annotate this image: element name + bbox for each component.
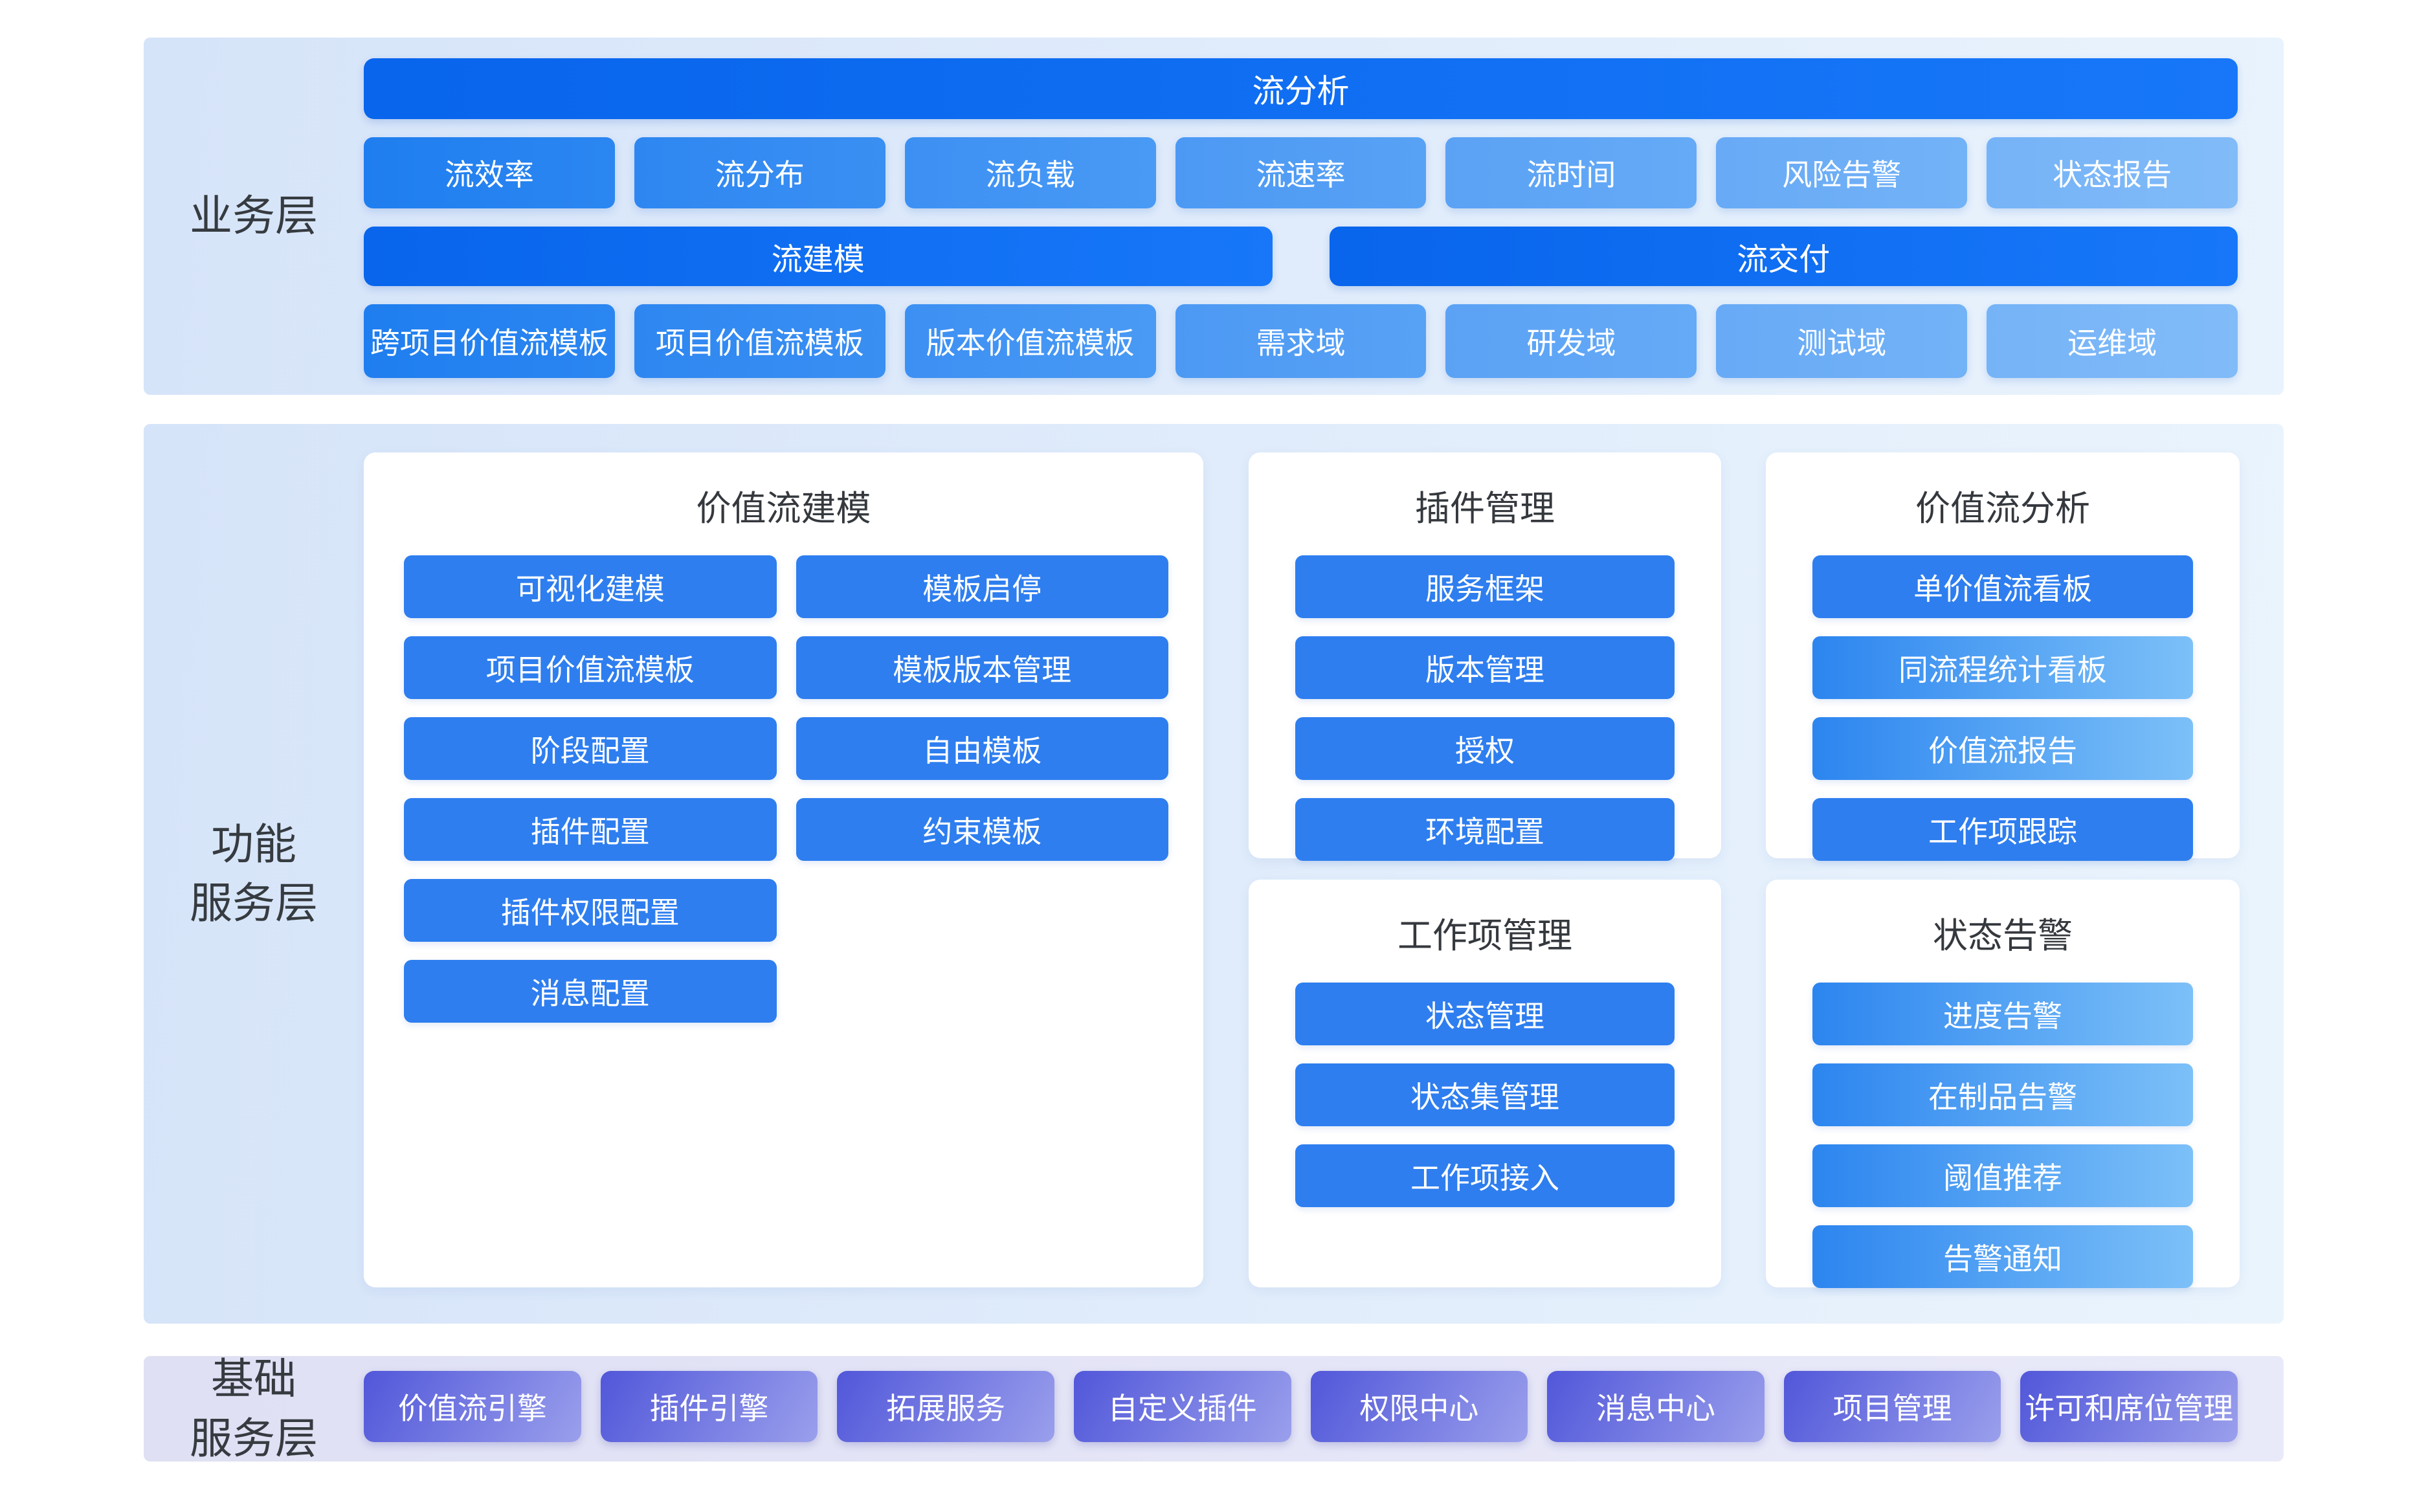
btn-message-center[interactable]: 消息中心 (1547, 1370, 1765, 1442)
layer-foundation: 基础 服务层 价值流引擎 插件引擎 拓展服务 自定义插件 权限中心 消息中心 项… (144, 1355, 2284, 1462)
layer-functional: 功能 服务层 价值流建模 可视化建模 项目价值流模板 阶段配置 插件配置 插件权… (144, 424, 2284, 1324)
layer-foundation-label-line1: 基础 (211, 1355, 296, 1403)
metric-flow-load[interactable]: 流负载 (904, 137, 1156, 208)
btn-project-value-stream-template[interactable]: 项目价值流模板 (404, 636, 777, 699)
functional-content: 价值流建模 可视化建模 项目价值流模板 阶段配置 插件配置 插件权限配置 消息配… (364, 424, 2284, 1324)
btn-status-set-management[interactable]: 状态集管理 (1295, 1063, 1675, 1126)
card-value-stream-analysis: 价值流分析 单价值流看板 同流程统计看板 价值流报告 工作项跟踪 (1766, 452, 2240, 861)
card-plugin-management: 插件管理 服务框架 版本管理 授权 环境配置 (1249, 452, 1721, 861)
domain-testing[interactable]: 测试域 (1716, 304, 1968, 378)
domain-requirement[interactable]: 需求域 (1175, 304, 1427, 378)
btn-progress-alert[interactable]: 进度告警 (1812, 983, 2193, 1045)
flow-metrics-row: 流效率 流分布 流负载 流速率 流时间 风险告警 状态报告 (364, 137, 2238, 208)
btn-work-item-integration[interactable]: 工作项接入 (1295, 1144, 1675, 1207)
layer-foundation-label: 基础 服务层 (144, 1355, 364, 1462)
metric-status-report[interactable]: 状态报告 (1987, 137, 2238, 208)
btn-version-management[interactable]: 版本管理 (1295, 636, 1675, 699)
metric-risk-alert[interactable]: 风险告警 (1716, 137, 1968, 208)
btn-template-toggle[interactable]: 模板启停 (796, 555, 1168, 618)
btn-plugin-config[interactable]: 插件配置 (404, 798, 777, 861)
card-work-item-management: 工作项管理 状态管理 状态集管理 工作项接入 (1249, 880, 1721, 1287)
card-status-alert-title: 状态告警 (1933, 917, 2073, 955)
btn-threshold-recommendation[interactable]: 阈值推荐 (1812, 1144, 2193, 1207)
btn-permission-center[interactable]: 权限中心 (1310, 1370, 1528, 1442)
metric-flow-velocity[interactable]: 流速率 (1175, 137, 1427, 208)
btn-license-seat-management[interactable]: 许可和席位管理 (2020, 1370, 2238, 1442)
business-content: 流分析 流效率 流分布 流负载 流速率 流时间 风险告警 状态报告 流建模 流交… (364, 38, 2284, 395)
flow-analysis-bar[interactable]: 流分析 (364, 58, 2238, 119)
btn-single-value-stream-board[interactable]: 单价值流看板 (1812, 555, 2193, 618)
metric-flow-distribution[interactable]: 流分布 (634, 137, 885, 208)
layer-functional-label-line2: 服务层 (190, 879, 318, 927)
btn-plugin-permission-config[interactable]: 插件权限配置 (404, 879, 777, 942)
btn-message-config[interactable]: 消息配置 (404, 960, 777, 1023)
btn-environment-config[interactable]: 环境配置 (1295, 798, 1675, 861)
btn-value-stream-engine[interactable]: 价值流引擎 (364, 1370, 581, 1442)
btn-constraint-template[interactable]: 约束模板 (796, 798, 1168, 861)
btn-project-management[interactable]: 项目管理 (1783, 1370, 2001, 1442)
card-value-stream-modeling-title: 价值流建模 (696, 489, 871, 528)
domain-operations[interactable]: 运维域 (1987, 304, 2238, 378)
btn-stage-config[interactable]: 阶段配置 (404, 717, 777, 780)
btn-extension-service[interactable]: 拓展服务 (837, 1370, 1054, 1442)
flow-modeling-bar[interactable]: 流建模 (364, 227, 1273, 286)
btn-plugin-engine[interactable]: 插件引擎 (600, 1370, 818, 1442)
layer-functional-label: 功能 服务层 (144, 424, 364, 1324)
btn-visual-modeling[interactable]: 可视化建模 (404, 555, 777, 618)
alert-button-list: 进度告警 在制品告警 阈值推荐 告警通知 (1766, 983, 2240, 1288)
card-status-alert: 状态告警 进度告警 在制品告警 阈值推荐 告警通知 (1766, 880, 2240, 1288)
btn-authorization[interactable]: 授权 (1295, 717, 1675, 780)
domain-version-template[interactable]: 版本价值流模板 (904, 304, 1156, 378)
btn-wip-alert[interactable]: 在制品告警 (1812, 1063, 2193, 1126)
foundation-content: 价值流引擎 插件引擎 拓展服务 自定义插件 权限中心 消息中心 项目管理 许可和… (364, 1356, 2284, 1462)
btn-alert-notification[interactable]: 告警通知 (1812, 1225, 2193, 1288)
flow-delivery-bar[interactable]: 流交付 (1329, 227, 2238, 286)
workitem-button-list: 状态管理 状态集管理 工作项接入 (1249, 983, 1721, 1207)
btn-free-template[interactable]: 自由模板 (796, 717, 1168, 780)
metric-flow-time[interactable]: 流时间 (1445, 137, 1697, 208)
domains-row: 跨项目价值流模板 项目价值流模板 版本价值流模板 需求域 研发域 测试域 运维域 (364, 304, 2238, 378)
metric-flow-efficiency[interactable]: 流效率 (364, 137, 615, 208)
mid-bars-row: 流建模 流交付 (364, 227, 2238, 286)
layer-foundation-label-line2: 服务层 (190, 1414, 318, 1462)
card-plugin-management-title: 插件管理 (1415, 489, 1555, 528)
card-work-item-management-title: 工作项管理 (1398, 917, 1572, 955)
btn-value-stream-report[interactable]: 价值流报告 (1812, 717, 2193, 780)
domain-development[interactable]: 研发域 (1445, 304, 1697, 378)
card-value-stream-analysis-title: 价值流分析 (1915, 489, 2090, 528)
analysis-button-list: 单价值流看板 同流程统计看板 价值流报告 工作项跟踪 (1766, 555, 2240, 861)
card-value-stream-modeling: 价值流建模 可视化建模 项目价值流模板 阶段配置 插件配置 插件权限配置 消息配… (364, 452, 1203, 1287)
layer-functional-label-line1: 功能 (211, 819, 296, 868)
btn-work-item-tracking[interactable]: 工作项跟踪 (1812, 798, 2193, 861)
domain-cross-project-template[interactable]: 跨项目价值流模板 (364, 304, 615, 378)
layer-business-label: 业务层 (144, 38, 364, 395)
layer-business-label-text: 业务层 (190, 192, 318, 240)
modeling-button-columns: 可视化建模 项目价值流模板 阶段配置 插件配置 插件权限配置 消息配置 模板启停… (364, 555, 1203, 1023)
modeling-column-right: 模板启停 模板版本管理 自由模板 约束模板 (796, 555, 1168, 1023)
btn-same-process-stats-board[interactable]: 同流程统计看板 (1812, 636, 2193, 699)
domain-project-template[interactable]: 项目价值流模板 (634, 304, 885, 378)
plugin-button-list: 服务框架 版本管理 授权 环境配置 (1249, 555, 1721, 861)
btn-template-version-management[interactable]: 模板版本管理 (796, 636, 1168, 699)
modeling-column-left: 可视化建模 项目价值流模板 阶段配置 插件配置 插件权限配置 消息配置 (404, 555, 777, 1023)
btn-custom-plugin[interactable]: 自定义插件 (1073, 1370, 1291, 1442)
layer-business: 业务层 流分析 流效率 流分布 流负载 流速率 流时间 风险告警 状态报告 流建… (144, 38, 2284, 395)
btn-service-framework[interactable]: 服务框架 (1295, 555, 1675, 618)
btn-status-management[interactable]: 状态管理 (1295, 983, 1675, 1045)
